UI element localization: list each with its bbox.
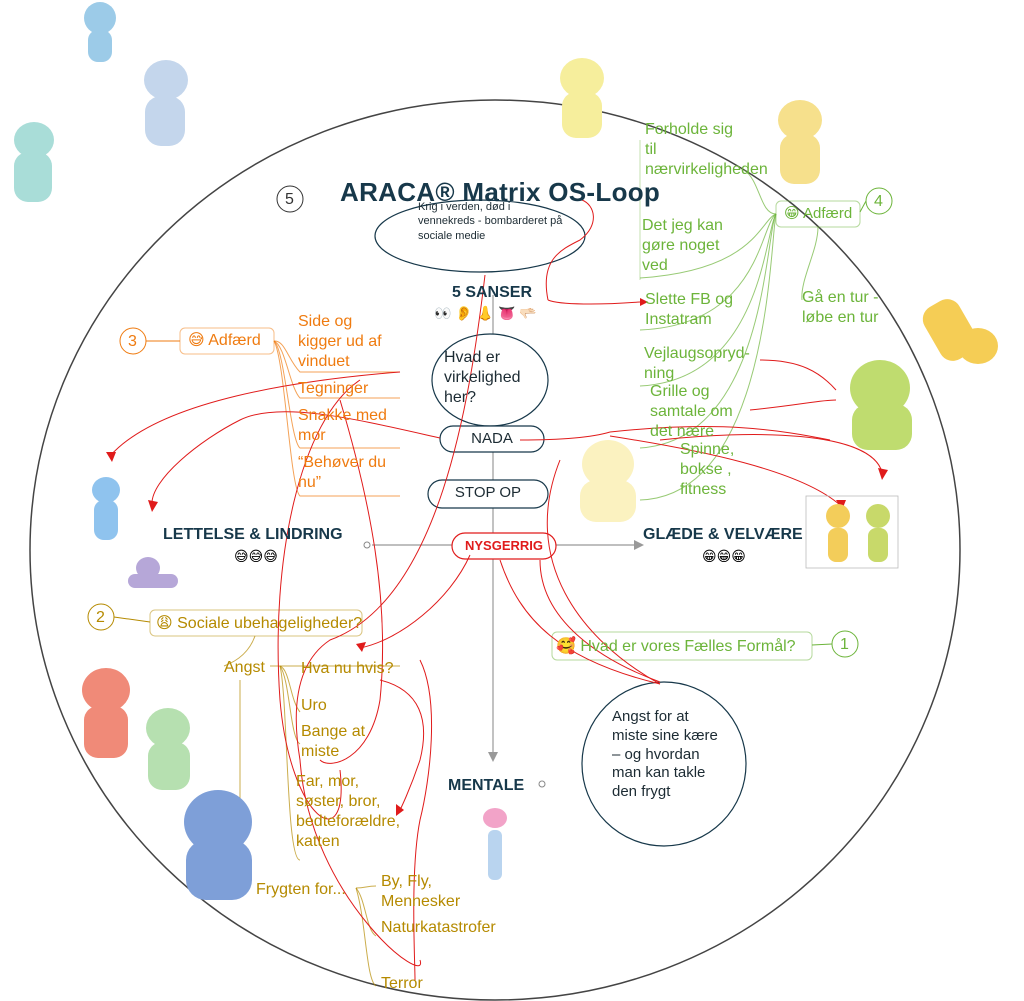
family-text: Far, mor, søster, bror, bedteforældre, k… <box>296 773 401 850</box>
quadrant-right-title: GLÆDE & VELVÆRE <box>643 526 803 543</box>
angst-item: Bange at miste <box>301 723 366 760</box>
branch4-item: Vejlaugsopryd­ning <box>644 345 750 382</box>
nysgerrig-label: NYSGERRIG <box>464 538 543 553</box>
green-nervous-character-icon <box>146 708 190 790</box>
branch4-side-item: Gå en tur - løbe en tur <box>802 289 879 326</box>
senses-icons: 👀 👂 👃 👅 🫳🏻 <box>434 305 537 321</box>
branch4-number: 4 <box>874 193 883 210</box>
angst-label: Angst <box>224 659 265 676</box>
branch2-label: 😩 Sociale ubehageligheder? <box>156 615 363 632</box>
bottom-note: Angst for at miste sine kære – og hvorda… <box>612 708 718 800</box>
angst-item: Uro <box>301 697 327 714</box>
branch3-item: Snakke med mor <box>298 407 387 444</box>
yellow-handstand-character-icon <box>922 299 998 364</box>
branch3-item: “Behøver du nu” <box>298 454 387 491</box>
brain-figure-icon <box>483 808 507 880</box>
frygt-label: Frygten for... <box>256 881 346 898</box>
yellow-meditating-character-icon <box>580 440 636 522</box>
blue-small-character-icon <box>92 477 120 540</box>
branch1-number: 1 <box>840 636 849 653</box>
question-text: Hvad er virkelighed her? <box>444 349 521 406</box>
frygt-item: Naturkatastrofer <box>381 919 496 936</box>
green-sitting-character-icon <box>850 360 912 450</box>
branch5-number: 5 <box>285 191 294 208</box>
yellow-cheering-character-icon <box>560 58 604 138</box>
outer-circle <box>29 99 961 1001</box>
nada-label: NADA <box>471 430 513 447</box>
top-note: Krig i verden, død i vennekreds - bombar… <box>418 201 563 242</box>
frygt-item: By, Fly, Mennesker <box>381 873 461 910</box>
purple-lying-character-icon <box>128 557 178 588</box>
branch4-item: Slette FB og Instatram <box>645 291 734 328</box>
bottom-note-ellipse <box>581 681 747 847</box>
stop-op-label: STOP OP <box>454 484 522 501</box>
branch3-label: 😅 Adfærd <box>188 332 261 349</box>
blue-character-topleft-icon <box>84 2 116 62</box>
branch3-item: Side og kigger ud af vinduet <box>298 313 382 370</box>
arrow-right <box>634 540 644 550</box>
yellow-jumping-character-icon <box>778 100 822 184</box>
arrow-down <box>488 752 498 762</box>
blue-sad-character-icon <box>184 790 252 900</box>
branch4-item: Grille og samtale om det nære <box>650 383 733 440</box>
branch1-label: 🥰 Hvad er vores Fælles Formål? <box>556 638 796 655</box>
quadrant-right-emoji: 😁😁😁 <box>702 548 746 564</box>
branch4-label: 😁 Adfærd <box>784 205 853 222</box>
quadrant-bottom-title: MENTALE <box>448 777 525 794</box>
branch4-item: Spinne, bokse , fitness <box>680 441 735 498</box>
quadrant-left-title: LETTELSE & LINDRING <box>163 526 343 543</box>
red-character-icon <box>82 668 130 758</box>
diagram-title: ARACA® Matrix OS-Loop <box>340 177 661 207</box>
branch4-item: Forholde sig til nærvirkeligheden <box>645 121 768 178</box>
branch3-item: Tegninger <box>298 380 369 397</box>
walking-pair-character-icon <box>805 495 899 569</box>
branch4-item: Det jeg kan gøre noget ved <box>642 217 723 274</box>
branch2-number: 2 <box>96 609 105 626</box>
quadrant-left-emoji: 😅😅😅 <box>234 548 278 564</box>
teal-character-icon <box>14 122 54 202</box>
angst-item: Hva nu hvis? <box>301 660 394 677</box>
branch3-number: 3 <box>128 333 137 350</box>
senses-title: 5 SANSER <box>451 284 533 301</box>
lightblue-thinking-character-icon <box>144 60 188 146</box>
frygt-item: Terror <box>381 975 423 992</box>
